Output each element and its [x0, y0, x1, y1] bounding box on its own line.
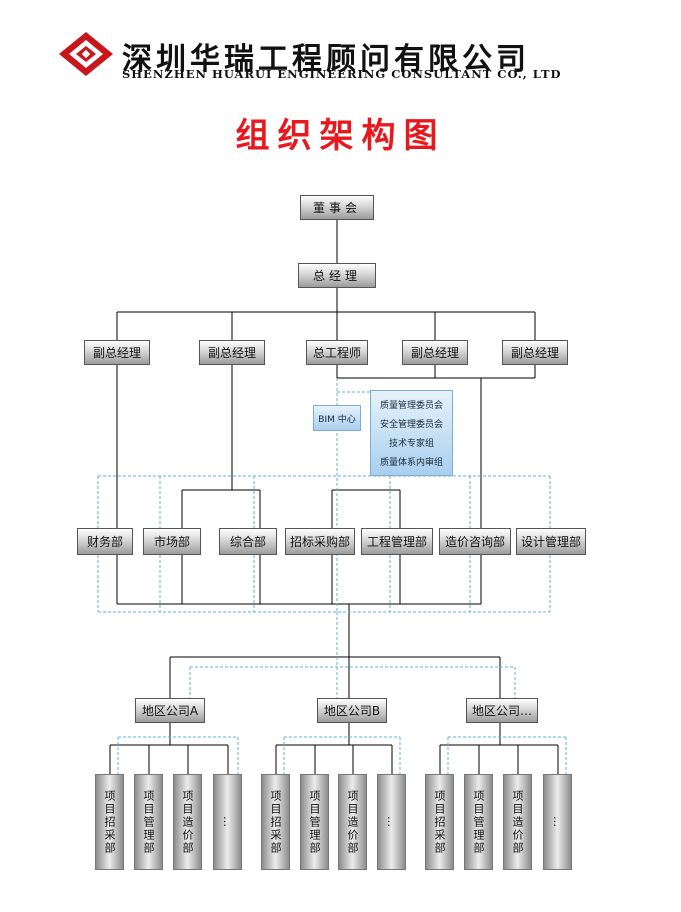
vice-gm-box: 副总经理 — [84, 340, 150, 365]
project-dept-box: 项目招采部 — [261, 774, 290, 870]
committee-item: 质量管理委员会 — [379, 401, 443, 411]
committee-box: 质量管理委员会 安全管理委员会 技术专家组 质量体系内审组 — [370, 390, 453, 476]
company-logo-icon — [59, 32, 113, 76]
project-dept-label: … — [221, 815, 234, 829]
committee-item: 安全管理委员会 — [379, 420, 443, 430]
bim-center-box: BIM 中心 — [313, 405, 361, 431]
department-box: 综合部 — [219, 528, 277, 555]
project-dept-label: 项目招采部 — [269, 789, 282, 855]
project-dept-box: 项目管理部 — [464, 774, 493, 870]
branch-company-box: 地区公司A — [135, 698, 205, 723]
project-dept-box: 项目招采部 — [95, 774, 124, 870]
project-dept-box: 项目招采部 — [425, 774, 454, 870]
project-dept-label: 项目招采部 — [433, 789, 446, 855]
company-name-cn: 深圳华瑞工程顾问有限公司 — [122, 42, 530, 77]
committee-item: 技术专家组 — [388, 439, 434, 449]
project-dept-label: 项目造价部 — [346, 789, 359, 855]
department-box: 工程管理部 — [361, 528, 433, 555]
committee-item: 质量体系内审组 — [379, 458, 443, 468]
project-dept-label: 项目造价部 — [511, 789, 524, 855]
chief-engineer-box: 总工程师 — [306, 340, 368, 365]
project-dept-box: … — [213, 774, 242, 870]
project-dept-box: … — [377, 774, 406, 870]
project-dept-label: 项目管理部 — [472, 789, 485, 855]
project-dept-label: … — [385, 815, 398, 829]
project-dept-box: 项目造价部 — [338, 774, 367, 870]
page-title: 组织架构图 — [235, 116, 446, 156]
project-dept-label: 项目管理部 — [308, 789, 321, 855]
branch-company-box: 地区公司… — [466, 698, 538, 723]
general-manager-box: 总经理 — [298, 263, 376, 288]
project-dept-box: 项目管理部 — [300, 774, 329, 870]
project-dept-box: … — [543, 774, 572, 870]
department-box: 财务部 — [77, 528, 133, 555]
project-dept-label: … — [551, 815, 564, 829]
project-dept-label: 项目造价部 — [181, 789, 194, 855]
department-box: 造价咨询部 — [439, 528, 511, 555]
vice-gm-box: 副总经理 — [402, 340, 468, 365]
project-dept-label: 项目管理部 — [142, 789, 155, 855]
branch-company-box: 地区公司B — [317, 698, 387, 723]
company-name-en: SHENZHEN HUARUI ENGINEERING CONSULTANT C… — [122, 67, 562, 81]
department-box: 招标采购部 — [285, 528, 355, 555]
project-dept-box: 项目造价部 — [503, 774, 532, 870]
department-box: 市场部 — [143, 528, 201, 555]
vice-gm-box: 副总经理 — [199, 340, 265, 365]
project-dept-box: 项目造价部 — [173, 774, 202, 870]
vice-gm-box: 副总经理 — [502, 340, 568, 365]
board-box: 董事会 — [300, 195, 374, 220]
project-dept-label: 项目招采部 — [103, 789, 116, 855]
project-dept-box: 项目管理部 — [134, 774, 163, 870]
department-box: 设计管理部 — [516, 528, 586, 555]
